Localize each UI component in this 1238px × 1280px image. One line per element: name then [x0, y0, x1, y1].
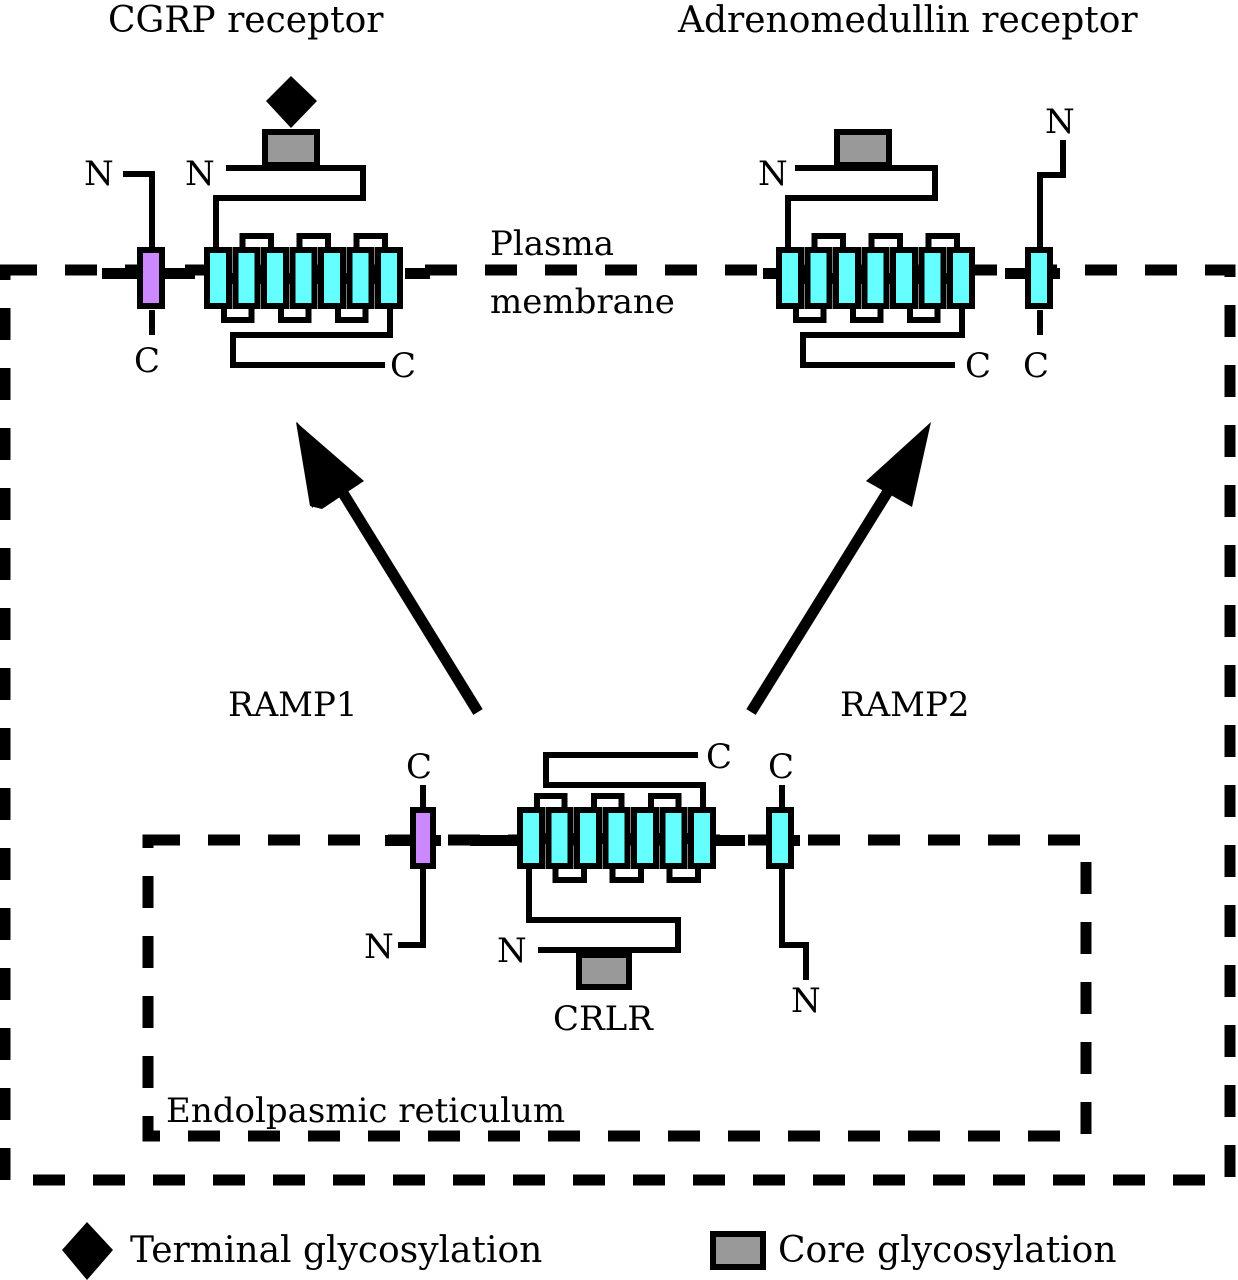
arrow-ramp2-shaft [746, 477, 900, 715]
ramp1-transmembrane-domain [410, 807, 436, 869]
am-crlr-n-terminus: N [758, 154, 788, 194]
er-ramp2-n-terminus: N [791, 981, 821, 1021]
arrow-ramp1-head-fill [296, 422, 364, 509]
cell-membrane-border [0, 264, 1236, 1186]
er-crlr-transmembrane-domain [602, 807, 631, 869]
terminal-glycosylation-icon [266, 76, 317, 128]
er-crlr-n-terminus: N [497, 931, 527, 971]
plasma-membrane-label-line1: Plasma [490, 224, 614, 264]
cgrp-crlr-intracellular-loop [335, 306, 369, 323]
legend-terminal-glycosylation: Terminal glycosylation [130, 1230, 542, 1271]
am-crlr-transmembrane-domain [861, 247, 890, 309]
core-glycosylation-icon [834, 129, 892, 168]
am-crlr-intracellular-loop [793, 306, 827, 323]
cgrp-crlr-transmembrane-domain [375, 247, 403, 309]
ramp1-transmembrane-domain [137, 247, 165, 309]
cgrp-receptor-complex [102, 76, 430, 368]
core-glycosylation-icon [262, 129, 320, 168]
er-ramp1-n-terminus: N [364, 927, 394, 967]
am-ramp2-c-terminus: C [1023, 346, 1049, 386]
er-ramp1-n-terminal-tail [398, 866, 426, 948]
er-crlr-transmembrane-domain [659, 807, 688, 869]
am-crlr-extracellular-loop [811, 233, 846, 250]
er-membrane-segment [470, 835, 520, 846]
adrenomedullin-receptor-title: Adrenomedullin receptor [677, 0, 1138, 41]
am-ramp2-n-terminal-tail [1037, 140, 1066, 250]
er-protein-complex [385, 752, 809, 990]
er-ramp2-c-terminus: C [768, 747, 794, 787]
am-crlr-intracellular-loop [907, 306, 941, 323]
ramp2-transmembrane-domain [766, 807, 794, 869]
cgrp-crlr-intracellular-loop [221, 306, 255, 323]
legend: Terminal glycosylation Core glycosylatio… [62, 1222, 1117, 1280]
am-crlr-extracellular-loop [868, 233, 903, 250]
am-crlr-c-terminal-tail [800, 306, 965, 368]
er-crlr-extracellular-loop [666, 866, 701, 883]
crlr-label: CRLR [553, 999, 654, 1039]
cgrp-crlr-c-terminus: C [390, 346, 416, 386]
ramp1-label: RAMP1 [228, 685, 357, 725]
er-crlr-transmembrane-domain [517, 807, 545, 869]
adrenomedullin-receptor-complex [763, 129, 1066, 368]
cgrp-crlr-transmembrane-domain [289, 247, 318, 309]
er-crlr-membrane-segment-right [716, 835, 745, 846]
compartment-borders [0, 264, 1236, 1186]
cgrp-crlr-extracellular-loop [239, 233, 274, 250]
cgrp-crlr-transmembrane-domain [346, 247, 375, 309]
cgrp-crlr-c-terminal-tail [230, 306, 393, 368]
cgrp-crlr-extracellular-loop [296, 233, 331, 250]
am-crlr-transmembrane-domain [833, 247, 861, 309]
am-crlr-n-terminal-tail [785, 165, 938, 250]
er-crlr-intracellular-loop [591, 793, 625, 810]
cgrp-crlr-transmembrane-domain [261, 247, 289, 309]
er-crlr-transmembrane-domain [545, 807, 574, 869]
terminal-glycosylation-icon [62, 1222, 113, 1280]
am-membrane-segment-left [763, 268, 780, 279]
er-crlr-intracellular-loop [534, 793, 568, 810]
ramp2-transmembrane-domain [1025, 247, 1053, 309]
am-ramp2-n-terminus: N [1045, 102, 1075, 142]
er-crlr-c-terminal-tail [543, 752, 706, 810]
arrow-ramp1-shaft [330, 477, 483, 715]
cgrp-crlr-transmembrane-domain [232, 247, 261, 309]
plasma-membrane-label-line2: membrane [490, 282, 675, 322]
core-glycosylation-icon [710, 1231, 766, 1270]
am-crlr-transmembrane-domain [776, 247, 804, 309]
cgrp-ramp1-c-terminus: C [134, 341, 160, 381]
cgrp-crlr-transmembrane-domain [318, 247, 346, 309]
er-crlr-extracellular-loop [552, 866, 587, 883]
ramp2-label: RAMP2 [840, 685, 969, 725]
trafficking-arrows [296, 422, 931, 715]
am-crlr-transmembrane-domain [918, 247, 947, 309]
endoplasmic-reticulum-label: Endolpasmic reticulum [166, 1091, 565, 1131]
am-crlr-transmembrane-domain [804, 247, 833, 309]
er-crlr-transmembrane-domain [631, 807, 659, 869]
cgrp-crlr-transmembrane-domain [204, 247, 232, 309]
er-crlr-c-terminus: C [706, 737, 732, 777]
er-crlr-n-terminal-tail [526, 866, 681, 953]
er-ramp2-n-terminal-tail [779, 866, 809, 980]
am-crlr-extracellular-loop [925, 233, 960, 250]
er-crlr-transmembrane-domain [574, 807, 602, 869]
cgrp-membrane-segment-right [405, 268, 430, 279]
er-crlr-transmembrane-domain [688, 807, 716, 869]
legend-core-glycosylation: Core glycosylation [778, 1230, 1117, 1271]
er-crlr-intracellular-loop [648, 793, 682, 810]
cgrp-crlr-n-terminus: N [185, 154, 215, 194]
er-ramp1-c-terminus: C [406, 747, 432, 787]
cgrp-crlr-n-terminal-tail [213, 165, 366, 250]
am-crlr-intracellular-loop [850, 306, 884, 323]
arrow-ramp2-head [866, 422, 931, 507]
er-crlr-extracellular-loop [609, 866, 644, 883]
cgrp-ramp1-n-terminus: N [84, 154, 114, 194]
cgrp-ramp1-n-terminal-tail [123, 171, 155, 250]
am-crlr-transmembrane-domain [890, 247, 918, 309]
core-glycosylation-icon [576, 952, 632, 990]
cgrp-crlr-extracellular-loop [353, 233, 388, 250]
am-crlr-c-terminus: C [965, 346, 991, 386]
cgrp-receptor-title: CGRP receptor [108, 0, 384, 41]
am-crlr-transmembrane-domain [947, 247, 975, 309]
cgrp-crlr-intracellular-loop [278, 306, 312, 323]
